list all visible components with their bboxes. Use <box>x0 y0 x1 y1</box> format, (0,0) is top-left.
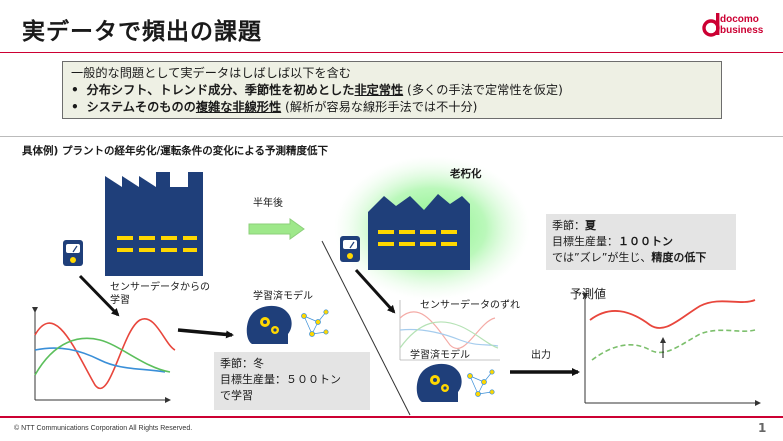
neural-network-icon <box>301 309 329 337</box>
summary-intro: 一般的な問題として実データはしばしば以下を含む <box>71 66 351 80</box>
drift-red-line <box>399 311 496 349</box>
shift-condition-box: 季節：夏 目標生産量：１００トン では”ズレ”が生じ、精度の低下 <box>546 214 736 270</box>
model-head-icon <box>246 305 292 344</box>
summary-bullet-2: • システムそのものの複雑な非線形性 (解析が容易な線形手法では不十分) <box>71 100 478 114</box>
half-year-arrow <box>248 218 305 240</box>
prediction-label: 予測値 <box>570 287 607 301</box>
training-condition-box: 季節：冬 目標生産量：５００トン で学習 <box>214 352 370 410</box>
drift-arrow <box>354 268 396 314</box>
series-red-line <box>34 318 176 389</box>
model-label-right: 学習済モデル <box>410 350 470 361</box>
prediction-chart <box>582 293 761 406</box>
summary-bullet-1: • 分布シフト、トレンド成分、季節性を初めとした非定常性 (多くの手法で定常性を… <box>71 83 563 97</box>
example-heading: 具体例) プラントの経年劣化/運転条件の変化による予測精度低下 <box>22 145 328 157</box>
series-blue-line <box>34 347 166 373</box>
sensor-learning-label: センサーデータからの 学習 <box>110 282 210 306</box>
summary-box: 一般的な問題として実データはしばしば以下を含む • 分布シフト、トレンド成分、季… <box>62 61 722 119</box>
aged-factory-icon <box>368 194 470 270</box>
actual-value-line <box>589 299 756 329</box>
copyright-footer: © NTT Communications Corporation All Rig… <box>14 425 193 432</box>
page-title: 実データで頻出の課題 <box>22 19 262 45</box>
drift-green-line <box>399 321 499 349</box>
factory-icon <box>105 172 203 276</box>
drift-blue-line <box>399 328 499 347</box>
predicted-value-line <box>591 329 756 361</box>
model-label-left: 学習済モデル <box>253 291 313 302</box>
brand-line2: business <box>720 25 764 36</box>
drifted-data-chart <box>399 300 500 361</box>
output-label: 出力 <box>531 350 551 361</box>
title-divider <box>0 52 783 53</box>
diagonal-separator <box>321 240 411 416</box>
learning-arrow <box>78 274 120 317</box>
series-green-line <box>34 337 171 376</box>
footer-divider <box>0 416 783 418</box>
transition-label: 半年後 <box>253 198 283 209</box>
docomo-business-logo: docomo business <box>702 12 774 42</box>
page-number: 1 <box>758 421 767 435</box>
sensor-gauge-icon-right <box>340 236 360 262</box>
aging-label: 老朽化 <box>450 168 482 180</box>
sensor-gauge-icon <box>63 240 83 266</box>
neural-network-icon-right <box>467 369 495 397</box>
brand-line1: docomo <box>720 14 759 25</box>
drift-label: センサーデータのずれ <box>420 300 520 311</box>
training-data-chart <box>32 307 176 403</box>
model-head-icon-right <box>416 363 462 402</box>
docomo-logo-icon <box>702 13 720 37</box>
to-model-arrow <box>177 328 234 339</box>
section-divider <box>0 136 783 137</box>
